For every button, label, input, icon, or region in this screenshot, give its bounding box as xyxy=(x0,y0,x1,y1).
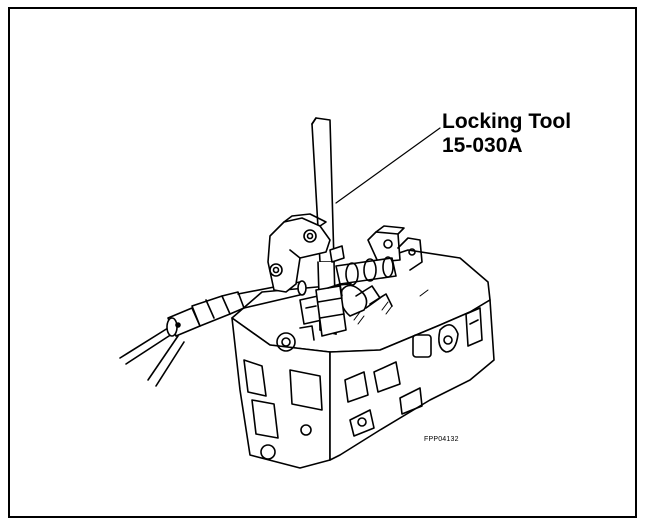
tool-callout-label: Locking Tool 15-030A xyxy=(442,110,571,158)
cam-towers xyxy=(367,225,423,271)
shading-details xyxy=(353,289,429,325)
callout-line-1: Locking Tool xyxy=(442,110,572,133)
camshaft xyxy=(299,256,397,341)
callout-leader-line xyxy=(335,127,441,204)
locking-tool xyxy=(267,117,347,337)
figure-code: FPP04132 xyxy=(424,436,459,443)
callout-line-2: 15-030A xyxy=(442,134,523,157)
